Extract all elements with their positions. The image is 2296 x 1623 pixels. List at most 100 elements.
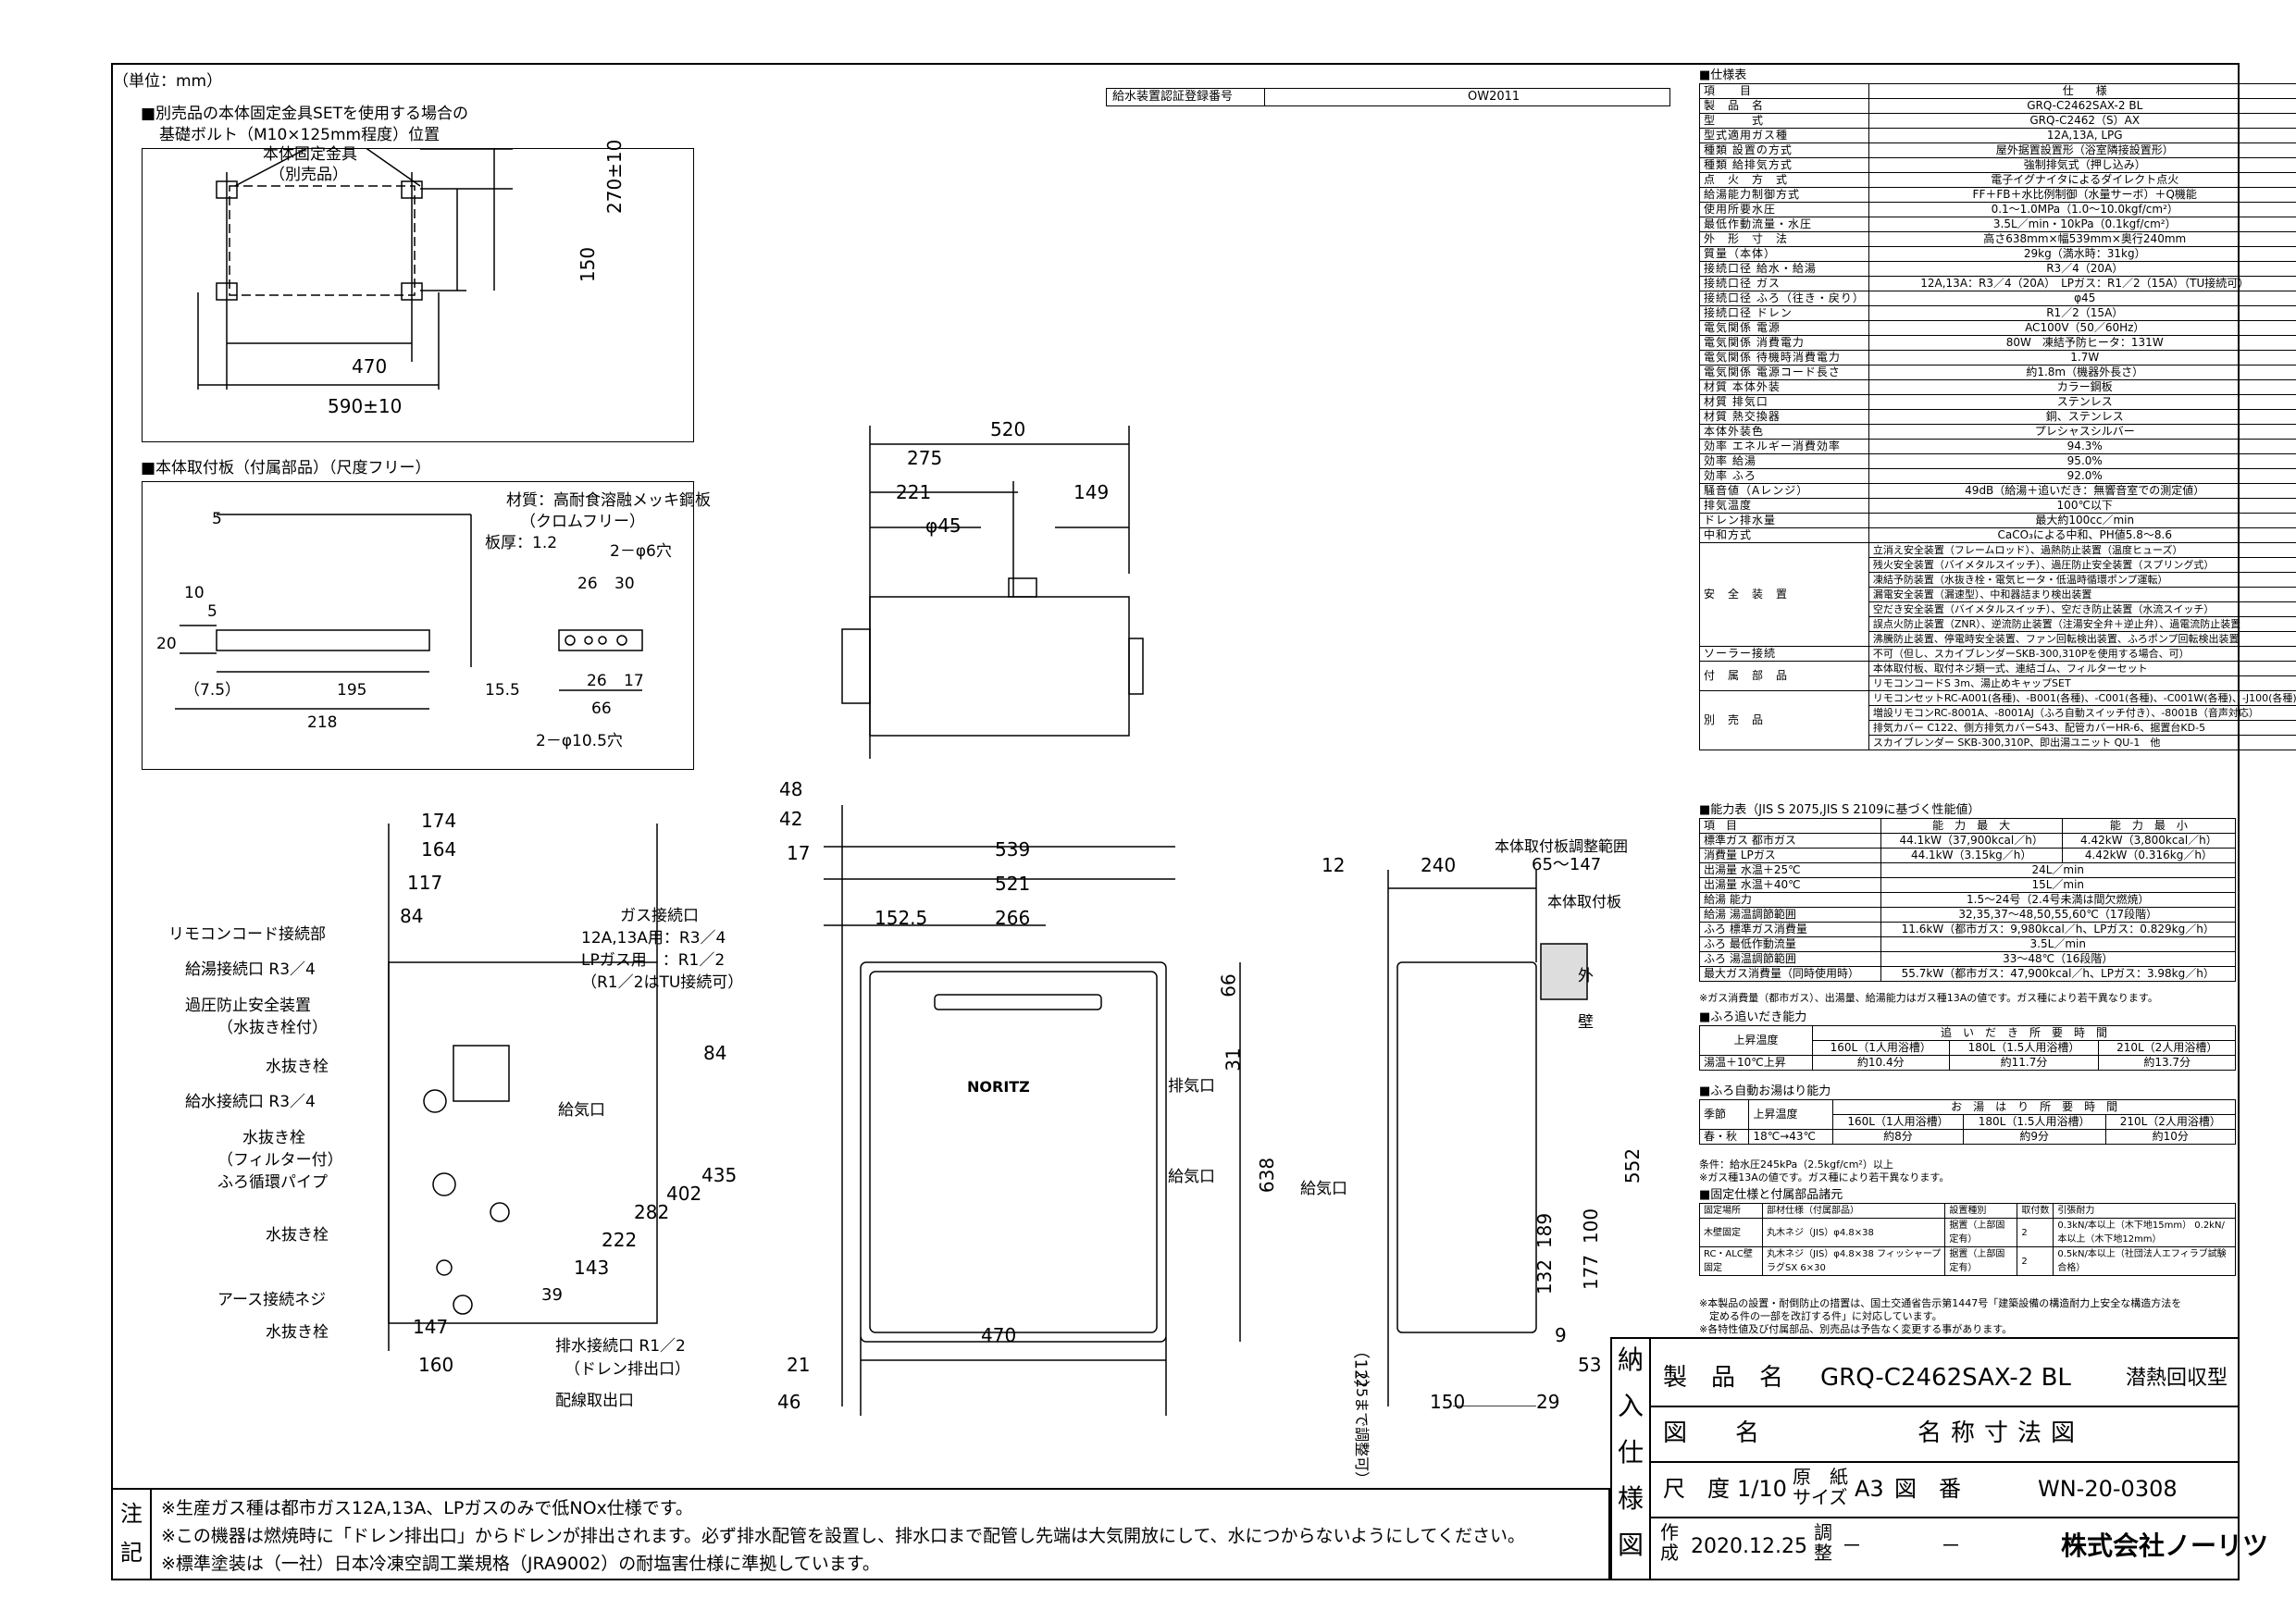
cap-item: 消費量 LPガス	[1699, 848, 1881, 863]
bolt-diagram	[197, 146, 513, 390]
cap-item: 標準ガス 都市ガス	[1699, 833, 1881, 849]
autofill-time-header: お 湯 は り 所 要 時 間	[1832, 1099, 2236, 1115]
left-intake: 給気口	[558, 1101, 605, 1120]
capacity-title: ■能力表（JIS S 2075,JIS S 2109に基づく性能値）	[1699, 803, 1980, 817]
tb-product: GRQ-C2462SAX-2 BL	[1820, 1364, 2071, 1392]
spec-item: 種類 設置の方式	[1699, 142, 1869, 158]
front-view	[824, 805, 1241, 1416]
fixing-note-3: ※各特性値及び付属部品、別売品は予告なく変更する事があります。	[1699, 1323, 2013, 1335]
tb-adjust-label-2: 整	[1814, 1542, 1832, 1564]
spec-row: 点 火 方 式電子イグナイタによるダイレクト点火	[1699, 172, 2296, 188]
spec-value: 屋外据置設置形（浴室隣接設置形）	[1868, 142, 2296, 158]
top-dim-275: 275	[907, 447, 943, 469]
spec-value: 電子イグナイタによるダイレクト点火	[1868, 172, 2296, 188]
plate-dim-17: 17	[624, 672, 644, 690]
fixing-note-1: ※本製品の設置・耐倒防止の措置は、国土交通省告示第1447号「建築設備の構造耐力…	[1699, 1297, 2182, 1309]
plate-dim-195: 195	[337, 681, 367, 700]
cap-header-min: 能 力 最 小	[2061, 818, 2237, 834]
plate-dim-5b: 5	[207, 602, 217, 621]
front-brand: NORITZ	[967, 1078, 1030, 1096]
front-dim-46: 46	[777, 1391, 801, 1413]
bolt-dim-150: 150	[577, 246, 600, 283]
side-dim-65-147: 65～147	[1532, 855, 1602, 874]
left-dim-117: 117	[407, 872, 443, 894]
spec-value: 誤点火防止装置（ZNR）、逆流防止装置（注湯安全弁＋逆止弁）、過電流防止装置	[1868, 616, 2296, 632]
autofill-temp: 上昇温度	[1748, 1099, 1834, 1130]
spec-item: 電気関係 電源	[1699, 320, 1869, 336]
tb-drawing-no-label: 図 番	[1894, 1476, 1961, 1502]
plate-diagram	[175, 514, 643, 710]
spec-value: 12A,13A, LPG	[1868, 128, 2296, 143]
spec-item: ソーラー接続	[1699, 646, 1869, 662]
cert-divider	[1264, 89, 1265, 105]
spec-row: 別 売 品リモコンセットRC-A001(各種)、-B001(各種)、-C001(…	[1699, 690, 2296, 750]
gas-line-1: 12A,13A用：R3／4	[581, 929, 726, 948]
spec-row: ソーラー接続不可（但し、スカイブレンダーSKB-300,310Pを使用する場合、…	[1699, 646, 2296, 662]
note-line-2: ※この機器は燃焼時に「ドレン排出口」からドレンが排出されます。必ず排水配管を設置…	[161, 1526, 1525, 1546]
bolt-box: 本体固定金具 （別売品） 470 590±10 150 270±10	[142, 140, 694, 442]
spec-value: 空だき安全装置（バイメタルスイッチ）、空だき防止装置（水流スイッチ）	[1868, 601, 2296, 617]
plate-title: ■本体取付板（付属部品）（尺度フリー）	[141, 459, 431, 477]
unit-label: （単位：mm）	[113, 72, 223, 91]
cap-item: 出湯量 水温＋25℃	[1699, 862, 1881, 878]
side-body	[1396, 961, 1537, 1333]
cap-value: 44.1kW（37,900kcal／h）	[1880, 833, 2063, 849]
spec-row: 安 全 装 置立消え安全装置（フレームロッド）、過熱防止装置（温度ヒューズ）	[1699, 542, 2296, 647]
autofill-val-3: 約10分	[2104, 1129, 2237, 1145]
spec-value: 沸騰防止装置、停電時安全装置、ファン回転検出装置、ふろポンプ回転検出装置	[1868, 631, 2296, 647]
side-wall-2: 壁	[1578, 1013, 1594, 1032]
spec-row: 騒音値（Aレンジ）49dB（給湯＋追いだき：無響音室での測定値）	[1699, 483, 2296, 499]
spec-row: 本体外装色プレシャスシルバー	[1699, 424, 2296, 440]
spec-value: 約1.8m（機器外長さ）	[1868, 365, 2296, 380]
tb-paper: A3	[1855, 1476, 1884, 1502]
fix-h-count: 取付数	[2017, 1203, 2054, 1219]
spec-item: 最低作動流量・水圧	[1699, 217, 1869, 232]
spec-header-spec: 仕 様	[1868, 83, 2296, 99]
plate-holes-1: 2－φ6穴	[610, 542, 672, 561]
top-dim-520: 520	[990, 418, 1026, 440]
plate-body	[216, 629, 430, 651]
spec-value: 立消え安全装置（フレームロッド）、過熱防止装置（温度ヒューズ）	[1868, 542, 2296, 558]
spec-value: FF＋FB＋水比例制御（水量サーボ）＋Q機能	[1868, 187, 2296, 203]
spec-item: 中和方式	[1699, 527, 1869, 543]
fix-cell: 丸木ネジ（JIS）φ4.8×38	[1762, 1218, 1946, 1247]
reheat-val-2: 約11.7分	[1948, 1055, 2100, 1071]
cap-item: 給湯 湯温調節範囲	[1699, 907, 1881, 923]
bolt-dim-470: 470	[352, 355, 388, 378]
bolt-part-sub: （別売品）	[269, 166, 348, 184]
plate-material: 材質：高耐食溶融メッキ鋼板	[506, 491, 711, 510]
spec-value: R3／4（20A）	[1868, 261, 2296, 277]
spec-item: 本体外装色	[1699, 424, 1869, 440]
wire-outlet: 配線取出口	[555, 1392, 634, 1410]
spec-item: 付 属 部 品	[1699, 661, 1869, 691]
cap-value: 3.5L／min	[1880, 936, 2237, 952]
spec-value: 3.5L／min・10kPa（0.1kgf/cm²）	[1868, 217, 2296, 232]
front-dim-152-5: 152.5	[875, 907, 928, 929]
spec-value: 29kg（満水時：31kg）	[1868, 246, 2296, 262]
spec-item: 型式適用ガス種	[1699, 128, 1869, 143]
cap-value: 4.42kW（0.316kg／h）	[2061, 848, 2237, 863]
fix-row: RC・ALC壁固定丸木ネジ（JIS）φ4.8×38 フィッシャープラグSX 6×…	[1698, 1246, 2236, 1276]
side-dim-177: 177	[1580, 1254, 1603, 1291]
spec-row: 質量（本体）29kg（満水時：31kg）	[1699, 246, 2296, 262]
spec-item: 材質 熱交換器	[1699, 409, 1869, 425]
left-dim-282: 282	[634, 1201, 670, 1223]
left-label-relief-sub: （水抜き栓付）	[217, 1019, 328, 1037]
plate-dim-7-5: （7.5）	[184, 681, 242, 700]
spec-value: 最大約100cc／min	[1868, 513, 2296, 528]
title-block: 納 入 仕 様 図 製 品 名 GRQ-C2462SAX-2 BL 潜熱回収型 …	[1610, 1337, 2268, 1580]
spec-value: ステンレス	[1868, 394, 2296, 410]
front-dim-638: 638	[1256, 1157, 1279, 1194]
spec-value: カラー鋼板	[1868, 379, 2296, 395]
spec-value: 95.0%	[1868, 453, 2296, 469]
